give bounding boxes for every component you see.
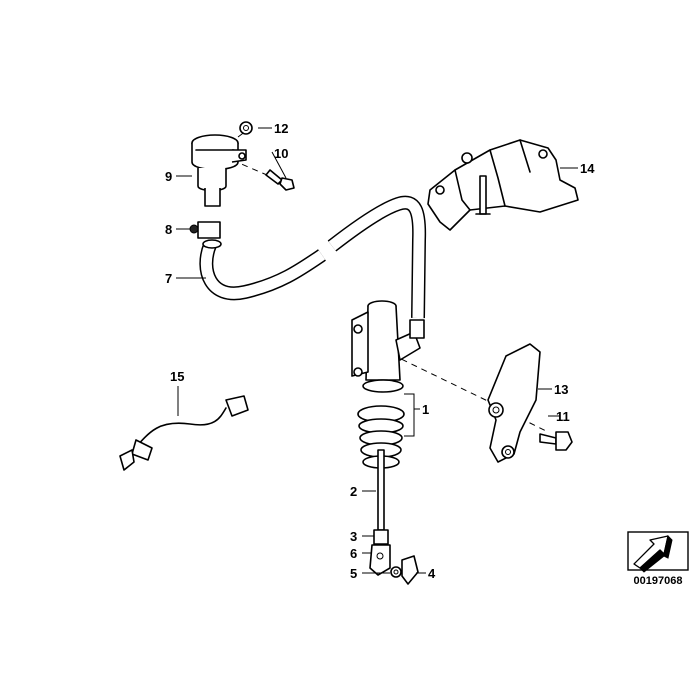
diagram-code: 00197068	[634, 575, 683, 587]
label-part-14: 14	[580, 161, 595, 176]
label-part-10: 10	[274, 146, 288, 161]
label-part-5: 5	[350, 566, 357, 581]
label-part-3: 3	[350, 529, 357, 544]
label-part-7: 7	[165, 271, 172, 286]
label-part-12: 12	[274, 121, 288, 136]
clip-part-4	[401, 555, 419, 585]
label-part-15: 15	[170, 369, 184, 384]
washer-part-12	[239, 121, 253, 135]
clamp-part-8	[189, 221, 222, 249]
part-labels: 9 8 7 12 10 14 13 11 1 2 3 6 5 4 15	[165, 121, 595, 581]
reservoir-part-9	[191, 134, 247, 207]
diagram-code-box: 00197068	[627, 531, 689, 587]
label-part-4: 4	[428, 566, 436, 581]
master-cylinder-part-1	[351, 300, 425, 393]
fork-part-6	[369, 544, 391, 576]
label-part-6: 6	[350, 546, 357, 561]
push-rod-part-2	[373, 449, 389, 545]
switch-part-15	[119, 395, 249, 471]
hose-part-7	[199, 195, 427, 319]
label-part-13: 13	[554, 382, 568, 397]
label-part-8: 8	[165, 222, 172, 237]
label-part-1: 1	[422, 402, 429, 417]
label-part-11: 11	[556, 409, 570, 424]
label-part-2: 2	[350, 484, 357, 499]
bolt-part-11	[539, 431, 573, 451]
washer-part-5	[390, 566, 402, 578]
label-part-9: 9	[165, 169, 172, 184]
plate-part-13	[487, 343, 541, 463]
screw-part-10	[265, 169, 295, 191]
rubber-boot	[357, 405, 405, 469]
leader-lines	[176, 127, 578, 574]
bracket-part-14	[427, 139, 579, 231]
